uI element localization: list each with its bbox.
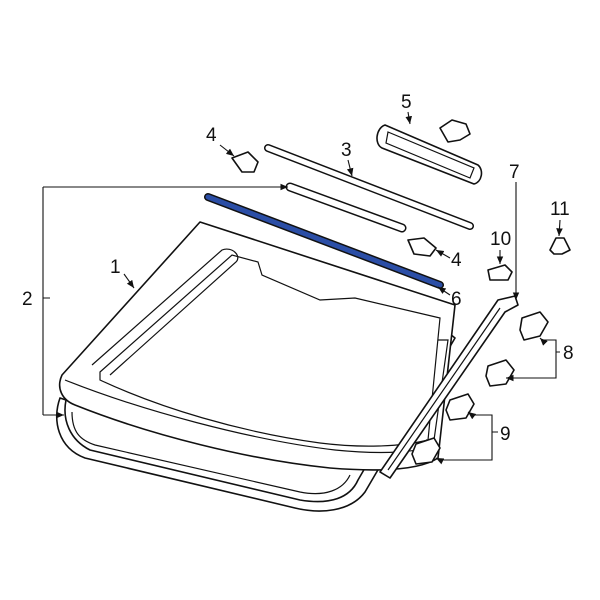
bracket-10[interactable] [487, 264, 513, 281]
clip-8-lower[interactable] [485, 359, 515, 387]
side-molding-7[interactable] [379, 295, 519, 479]
windshield-molding-2[interactable] [56, 329, 456, 512]
callout-5: 5 [401, 92, 412, 113]
callout-3: 3 [341, 140, 352, 161]
clip-4-upper[interactable] [231, 151, 259, 173]
clip-4-lower[interactable] [407, 237, 437, 257]
callout-6: 6 [451, 289, 462, 310]
callout-9: 9 [500, 424, 511, 445]
callout-4-lower: 4 [451, 250, 462, 271]
leader-lines [42, 111, 563, 465]
rearview-mirror-5[interactable] [376, 119, 483, 185]
callout-4-upper: 4 [206, 125, 217, 146]
callout-7: 7 [509, 162, 520, 183]
weatherstrip-3[interactable] [264, 144, 474, 233]
callout-1: 1 [110, 257, 121, 278]
clip-8-upper[interactable] [519, 311, 549, 341]
callout-8: 8 [563, 343, 574, 364]
callout-2: 2 [22, 289, 33, 310]
callout-10: 10 [490, 229, 511, 250]
callout-11: 11 [550, 199, 570, 220]
clip-9-lower[interactable] [411, 437, 441, 465]
windshield-upper-molding-6[interactable] [204, 193, 444, 289]
clip-9-upper[interactable] [445, 393, 475, 421]
clip-11[interactable] [549, 237, 571, 255]
